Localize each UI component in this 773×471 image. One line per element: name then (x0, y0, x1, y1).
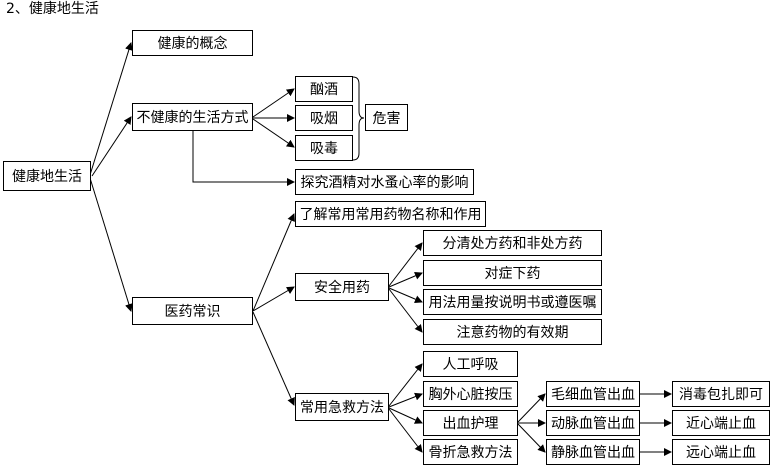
node-unhealthy-lifestyle: 不健康的生活方式 (132, 103, 253, 131)
node-first-aid: 常用急救方法 (295, 393, 389, 421)
node-root: 健康地生活 (3, 161, 91, 191)
node-safe-medication: 安全用药 (295, 273, 389, 301)
node-right-medicine: 对症下药 (423, 260, 602, 286)
node-distal: 远心端止血 (672, 439, 770, 465)
node-artery: 动脉血管出血 (546, 410, 640, 436)
node-vein: 静脉血管出血 (546, 439, 640, 465)
node-drugs: 吸毒 (295, 135, 353, 161)
node-health-concept: 健康的概念 (132, 30, 253, 56)
node-proximal: 近心端止血 (672, 410, 770, 436)
node-smoking: 吸烟 (295, 105, 353, 131)
node-experiment: 探究酒精对水蚤心率的影响 (295, 169, 474, 195)
node-know-medicines: 了解常用常用药物名称和作用 (295, 201, 486, 227)
node-dosage: 用法用量按说明书或遵医嘱 (423, 289, 602, 315)
node-harm: 危害 (365, 104, 408, 131)
node-disinfect: 消毒包扎即可 (672, 381, 770, 407)
diagram-title: 2、健康地生活 (6, 1, 99, 17)
node-chest-compression: 胸外心脏按压 (423, 381, 518, 407)
node-fracture: 骨折急救方法 (423, 439, 518, 465)
node-alcohol: 酗酒 (295, 76, 353, 102)
node-cpr: 人工呼吸 (423, 351, 518, 377)
node-bleeding-care: 出血护理 (423, 410, 518, 436)
node-expiry: 注意药物的有效期 (423, 319, 602, 345)
node-medical-knowledge: 医药常识 (132, 297, 253, 325)
node-prescription: 分清处方药和非处方药 (423, 230, 602, 256)
node-capillary: 毛细血管出血 (546, 381, 640, 407)
